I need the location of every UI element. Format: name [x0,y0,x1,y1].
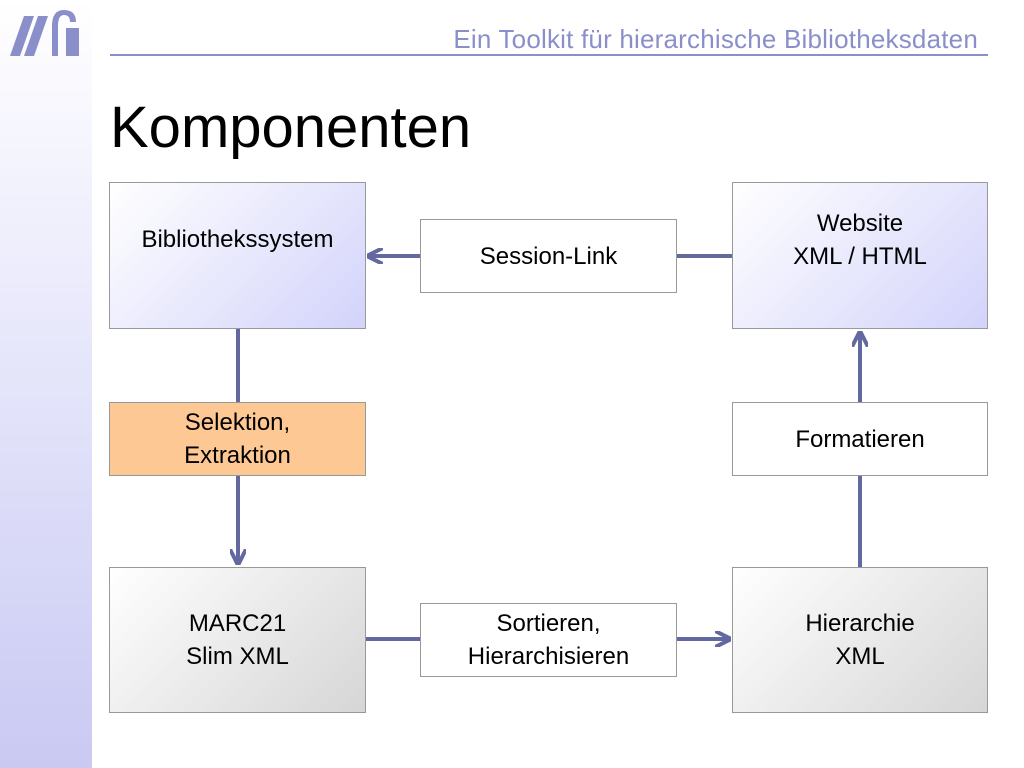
box-session-link: Session-Link [420,219,677,293]
header-title: Ein Toolkit für hierarchische Bibliothek… [453,24,978,54]
header-divider [110,54,988,56]
page-title: Komponenten [110,95,472,160]
box-formatieren-label: Formatieren [795,425,925,453]
box-sortieren-label-line2: Hierarchisieren [467,643,630,670]
box-website-label-line1: Website [816,210,904,237]
sidebar-gradient [0,0,92,768]
box-selektion-label-line1: Selektion, [184,409,291,436]
box-website: Website XML / HTML [732,182,988,329]
box-marc21-label-line2: Slim XML [186,643,289,670]
box-selektion: Selektion, Extraktion [109,402,366,476]
box-website-label-line2: XML / HTML [793,243,927,270]
box-hierarchie: Hierarchie XML [732,567,988,713]
box-session-link-label: Session-Link [479,242,618,270]
box-hierarchie-label-line1: Hierarchie [805,610,915,637]
box-hierarchie-label-line2: XML [835,643,885,670]
box-marc21-label-line1: MARC21 [188,610,287,637]
logo-icon [10,10,79,56]
box-bibliothekssystem: Bibliothekssystem [109,182,366,329]
box-sortieren: Sortieren, Hierarchisieren [420,603,677,677]
box-bibliothekssystem-label: Bibliothekssystem [141,226,334,253]
box-marc21: MARC21 Slim XML [109,567,366,713]
box-selektion-label-line2: Extraktion [184,442,291,469]
box-formatieren: Formatieren [732,402,988,476]
box-sortieren-label-line1: Sortieren, [496,610,601,637]
